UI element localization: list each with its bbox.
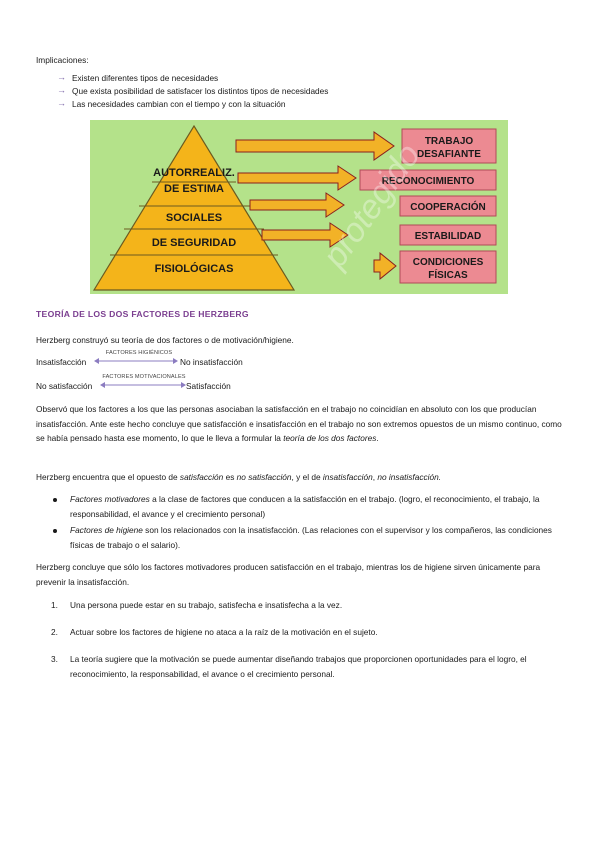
bullet-item: Factores motivadores a la clase de facto… xyxy=(70,492,570,521)
pyramid-level-label: DE SEGURIDAD xyxy=(152,237,236,249)
bullet-item: Factores de higiene son los relacionados… xyxy=(70,523,570,552)
box-label: FÍSICAS xyxy=(428,268,468,281)
box-label: TRABAJO xyxy=(425,136,474,147)
pyramid-box xyxy=(399,195,497,217)
bullet-term: Factores de higiene xyxy=(70,525,143,535)
arrow-bullet-icon: → xyxy=(57,72,66,82)
factor-arrow-label: FACTORES HIGIÉNICOS xyxy=(105,350,173,356)
pyramid-level-label: FISIOLÓGICAS xyxy=(155,262,234,275)
paragraph-emphasis: no insatisfacción. xyxy=(377,472,442,482)
paragraph: Herzberg encuentra que el opuesto de sat… xyxy=(36,470,568,485)
intro-text: Herzberg construyó su teoría de dos fact… xyxy=(36,335,294,345)
conclusion-paragraph: Herzberg concluye que sólo los factores … xyxy=(36,562,541,587)
arrow-icon xyxy=(261,222,349,248)
paragraph-text: . xyxy=(376,433,379,443)
arrow-bullet-icon: → xyxy=(57,85,66,95)
box-label: DESAFIANTE xyxy=(417,149,481,160)
box-label: RECONOCIMIENTO xyxy=(382,176,475,187)
bullet-dot-icon xyxy=(53,498,57,502)
numbered-item: La teoría sugiere que la motivación se p… xyxy=(70,654,527,679)
paragraph-text: , xyxy=(372,472,378,482)
maslow-pyramid-figure: AUTORREALIZ. DE ESTIMA SOCIALES DE SEGUR… xyxy=(90,120,508,294)
bullet-term: Factores motivadores xyxy=(70,494,150,504)
pyramid-level-label: SOCIALES xyxy=(166,212,222,224)
factor-right-label: Satisfacción xyxy=(186,381,231,391)
paragraph-emphasis: no satisfacción xyxy=(236,472,292,482)
list-number: 1. xyxy=(51,600,58,610)
arrow-icon xyxy=(235,131,395,161)
pyramid-box xyxy=(359,169,497,191)
paragraph: Observó que los factores a los que las p… xyxy=(36,402,568,446)
numbered-item: Una persona puede estar en su trabajo, s… xyxy=(70,600,343,610)
pyramid-level-label: DE ESTIMA xyxy=(164,183,224,195)
list-number: 3. xyxy=(51,654,58,664)
paragraph-emphasis: satisfacción xyxy=(179,472,224,482)
factor-right-label: No insatisfacción xyxy=(180,357,243,367)
bullet-text: a la clase de factores que conducen a la… xyxy=(70,494,540,519)
bullet-dot-icon xyxy=(53,529,57,533)
paragraph-text: es xyxy=(223,472,237,482)
box-label: CONDICIONES xyxy=(413,257,484,268)
double-arrow-icon xyxy=(100,382,186,388)
factor-left-label: Insatisfacción xyxy=(36,357,87,367)
implication-item: Que exista posibilidad de satisfacer los… xyxy=(72,86,329,96)
pyramid-box xyxy=(399,250,497,284)
paragraph-text: Herzberg encuentra que el opuesto de xyxy=(36,472,180,482)
arrow-icon xyxy=(249,192,345,218)
pyramid-box xyxy=(399,224,497,246)
arrow-icon xyxy=(373,251,397,281)
paragraph-emphasis: insatisfacción xyxy=(322,472,373,482)
pyramid-shape xyxy=(92,124,296,291)
implication-item: Existen diferentes tipos de necesidades xyxy=(72,73,219,83)
bullet-text: son los relacionados con la insatisfacci… xyxy=(70,525,552,550)
arrow-bullet-icon: → xyxy=(57,98,66,108)
numbered-item: Actuar sobre los factores de higiene no … xyxy=(70,627,378,637)
section-heading: TEORÍA DE LOS DOS FACTORES DE HERZBERG xyxy=(36,309,249,319)
arrow-icon xyxy=(237,165,357,191)
paragraph-emphasis: teoría de los dos factores xyxy=(283,433,377,443)
paragraph-text: , y el de xyxy=(291,472,323,482)
double-arrow-icon xyxy=(94,358,178,364)
paragraph-text: Observó que los factores a los que las p… xyxy=(36,404,562,443)
box-label: COOPERACIÓN xyxy=(410,200,486,213)
implication-item: Las necesidades cambian con el tiempo y … xyxy=(72,99,286,109)
factor-arrow-label: FACTORES MOTIVACIONALES xyxy=(102,374,186,380)
implications-title: Implicaciones: xyxy=(36,55,89,65)
box-label: ESTABILIDAD xyxy=(415,231,481,242)
pyramid-box xyxy=(401,128,497,164)
list-number: 2. xyxy=(51,627,58,637)
factor-left-label: No satisfacción xyxy=(36,381,93,391)
pyramid-level-label: AUTORREALIZ. xyxy=(153,167,235,179)
